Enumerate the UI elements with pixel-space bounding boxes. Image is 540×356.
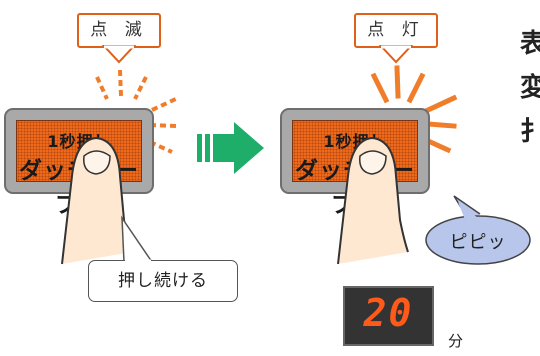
lit-label: 点 灯: [367, 20, 425, 40]
instruction-char-3: 扌: [520, 117, 540, 147]
beep-label: ピピッ: [449, 232, 507, 253]
instruction-char-2: 変: [520, 73, 540, 103]
hold-label: 押し続ける: [118, 271, 208, 291]
timer-unit: 分: [448, 332, 464, 350]
hold-bubble: 押し続ける: [88, 260, 238, 302]
timer-digits: 20: [363, 291, 414, 335]
blink-label: 点 滅: [90, 20, 148, 40]
blink-callout: 点 滅: [77, 13, 161, 48]
timer-display: 20: [343, 286, 434, 346]
instruction-char-1: 表: [520, 29, 540, 59]
instruction-text: 表 変 扌: [520, 26, 540, 150]
